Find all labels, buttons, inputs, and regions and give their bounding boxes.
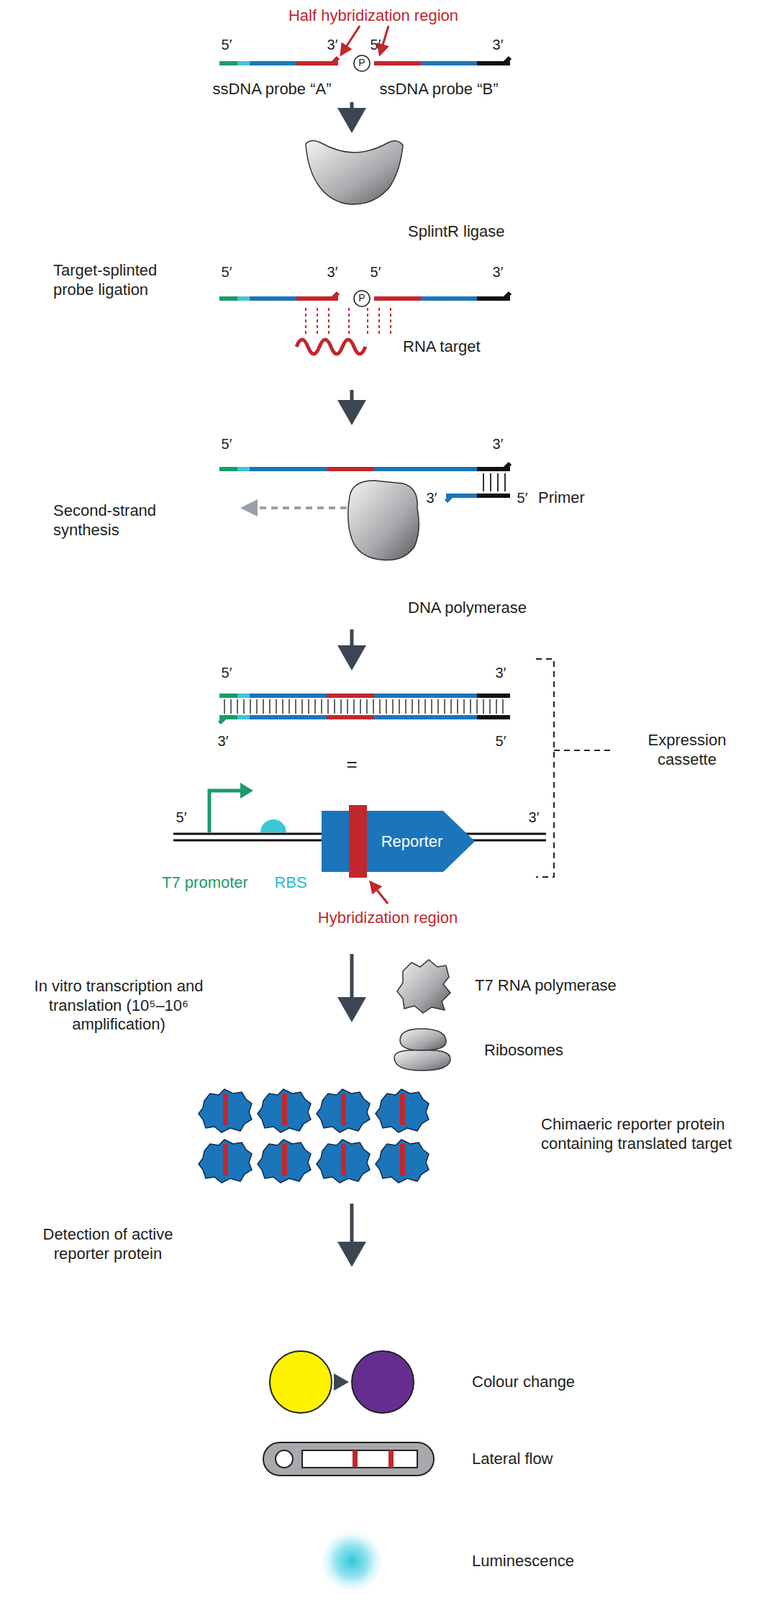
base-pair-tick (307, 699, 310, 714)
text-label: Ribosomes (484, 1041, 564, 1061)
text-label: 3′ (492, 435, 504, 453)
base-pair-tick (372, 699, 375, 714)
text-label: Target-splinted probe ligation (53, 261, 190, 301)
text-label: 5′ (221, 435, 233, 453)
base-pair-tick (230, 699, 232, 714)
base-pair-tick (495, 699, 498, 714)
text-label: Second-strand synthesis (53, 501, 190, 541)
text-label: P (358, 56, 365, 70)
text-label: In vitro transcription and translation (… (10, 976, 227, 1035)
base-pair-tick (346, 699, 349, 714)
base-pair-tick (256, 699, 258, 714)
text-label: 5′ (370, 35, 382, 54)
text-label: 3′ (327, 35, 339, 54)
base-pair-tick (450, 699, 452, 714)
base-pair-tick (327, 699, 329, 714)
text-label: 3′ (495, 664, 507, 682)
text-label: SplintR ligase (407, 222, 506, 242)
text-label: DNA polymerase (407, 598, 527, 618)
text-label: 3′ (492, 263, 504, 281)
base-pair-tick (417, 699, 420, 714)
base-pair-tick (262, 699, 265, 714)
text-label: Expression cassette (622, 730, 752, 770)
base-pair-tick (236, 699, 239, 714)
base-pair-tick (405, 699, 407, 714)
base-pair-tick (301, 699, 303, 714)
base-pair-tick (489, 699, 491, 714)
text-label: 5′ (221, 664, 233, 682)
text-label: 5′ (517, 489, 529, 507)
text-label: 5′ (495, 732, 507, 750)
text-label: ssDNA probe “B” (379, 79, 498, 100)
text-label: T7 RNA polymerase (474, 976, 617, 996)
text-label: 3′ (492, 35, 504, 54)
text-label: Primer (538, 488, 585, 508)
base-pair-tick (288, 699, 290, 714)
text-label: RNA target (402, 337, 481, 357)
text-label: = (346, 753, 357, 777)
base-pair-tick (424, 699, 426, 714)
text-label: Lateral flow (471, 1449, 554, 1470)
text-label: 3′ (217, 732, 229, 750)
base-pair-tick (379, 699, 381, 714)
text-label: 5′ (176, 808, 188, 826)
base-pair-tick (275, 699, 277, 714)
base-pair-tick (469, 699, 472, 714)
text-label: 5′ (221, 35, 233, 54)
base-pair-tick (320, 699, 323, 714)
text-label: Detection of active reporter protein (21, 1225, 195, 1265)
base-pair-tick (456, 699, 459, 714)
base-pair-tick (340, 699, 342, 714)
base-pair-tick (398, 699, 401, 714)
base-pair-tick (463, 699, 465, 714)
text-label: 3′ (528, 808, 540, 826)
base-pair-tick (392, 699, 394, 714)
text-label: RBS (274, 873, 307, 893)
text-label: Hybridization region (317, 908, 458, 929)
reporter-gene-arrow: Reporter (321, 810, 475, 872)
base-pair-tick (411, 699, 413, 714)
text-label: T7 promoter (161, 873, 249, 893)
base-pair-tick (294, 699, 297, 714)
text-label: ssDNA probe “A” (212, 79, 331, 100)
base-pair-tick (269, 699, 271, 714)
text-label: P (358, 292, 365, 305)
base-pair-tick (385, 699, 388, 714)
base-pair-tick (243, 699, 245, 714)
base-pair-tick (223, 699, 226, 714)
text-label: 3′ (426, 489, 438, 507)
text-label: Half hybridization region (288, 6, 459, 26)
base-pair-tick (359, 699, 362, 714)
text-label: 5′ (221, 263, 233, 281)
base-pair-tick (314, 699, 316, 714)
text-label: Luminescence (471, 1551, 575, 1572)
text-label: Chimaeric reporter protein containing tr… (541, 1115, 750, 1154)
text-label: 3′ (327, 263, 339, 281)
base-pair-tick (482, 699, 485, 714)
base-pair-tick (443, 699, 446, 714)
base-pair-tick (353, 699, 355, 714)
text-label: Colour change (471, 1372, 575, 1393)
base-pair-tick (282, 699, 284, 714)
base-pair-tick (366, 699, 368, 714)
gene-label: Reporter (381, 832, 444, 852)
base-pair-tick (430, 699, 433, 714)
base-pair-tick (333, 699, 336, 714)
base-pair-tick (476, 699, 478, 714)
base-pair-tick (502, 699, 504, 714)
text-label: 5′ (370, 263, 382, 281)
base-pair-tick (437, 699, 439, 714)
base-pair-tick (249, 699, 252, 714)
